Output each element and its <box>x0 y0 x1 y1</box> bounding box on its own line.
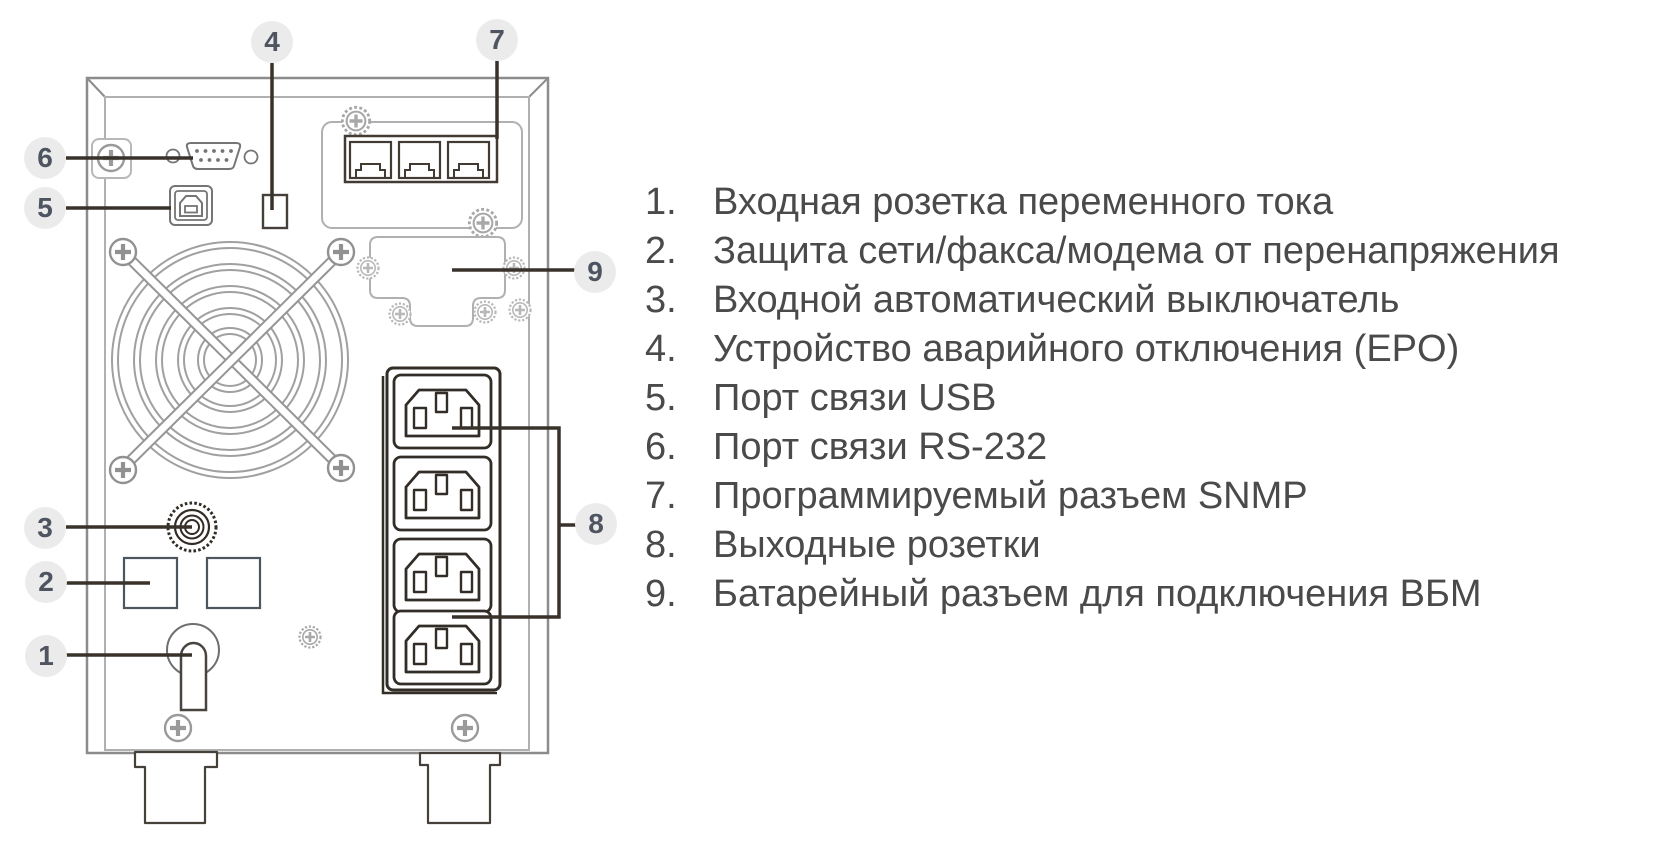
legend-item-number: 8. <box>645 524 677 566</box>
legend-list: 1. Входная розетка переменного тока 2. З… <box>645 178 1560 619</box>
legend-item-7: 7. Программируемый разъем SNMP <box>645 472 1560 521</box>
usb-b-port-icon <box>169 185 213 226</box>
legend-item-label: Выходные розетки <box>713 524 1041 566</box>
callout-badge-8: 8 <box>575 503 617 545</box>
legend-item-label: Защита сети/факса/модема от перенапряжен… <box>713 230 1560 272</box>
callout-badge-1: 1 <box>25 635 67 677</box>
legend-item-6: 6. Порт связи RS-232 <box>645 423 1560 472</box>
snmp-slot-icon <box>321 105 523 239</box>
callout-badge-6: 6 <box>24 137 66 179</box>
device-feet-icon <box>133 750 502 825</box>
legend-item-label: Устройство аварийного отключения (EPO) <box>713 328 1460 370</box>
callout-leader-lines <box>66 61 576 657</box>
cooling-fan-icon <box>110 239 354 483</box>
battery-connector-panel-icon <box>356 236 532 327</box>
legend-item-number: 2. <box>645 230 677 272</box>
legend-item-4: 4. Устройство аварийного отключения (EPO… <box>645 325 1560 374</box>
panel-screw-icon <box>298 625 322 649</box>
ac-input-socket-icon <box>166 623 220 712</box>
legend-item-number: 6. <box>645 426 677 468</box>
legend-item-8: 8. Выходные розетки <box>645 521 1560 570</box>
legend-item-2: 2. Защита сети/факса/модема от перенапря… <box>645 227 1560 276</box>
legend-item-label: Порт связи USB <box>713 377 997 419</box>
callout-badge-9: 9 <box>574 251 616 293</box>
callout-badge-5: 5 <box>24 187 66 229</box>
legend-item-label: Программируемый разъем SNMP <box>713 475 1308 517</box>
legend-item-5: 5. Порт связи USB <box>645 374 1560 423</box>
legend-item-label: Батарейный разъем для подключения ВБМ <box>713 573 1482 615</box>
legend-item-number: 1. <box>645 181 677 223</box>
callout-badge-2: 2 <box>25 561 67 603</box>
output-outlets-icon <box>381 366 502 695</box>
legend-item-label: Порт связи RS-232 <box>713 426 1048 468</box>
legend-item-3: 3. Входной автоматический выключатель <box>645 276 1560 325</box>
bottom-right-screw-icon <box>452 715 478 741</box>
surge-protection-sockets-icon <box>122 556 262 610</box>
legend-item-label: Входной автоматический выключатель <box>713 279 1400 321</box>
legend-item-number: 7. <box>645 475 677 517</box>
legend-item-number: 9. <box>645 573 677 615</box>
legend-item-number: 4. <box>645 328 677 370</box>
callout-badge-7: 7 <box>476 19 518 61</box>
legend-item-number: 3. <box>645 279 677 321</box>
legend-item-1: 1. Входная розетка переменного тока <box>645 178 1560 227</box>
legend-item-label: Входная розетка переменного тока <box>713 181 1334 223</box>
callout-badge-4: 4 <box>251 21 293 63</box>
epo-connector-icon <box>261 193 289 230</box>
callout-badge-3: 3 <box>24 507 66 549</box>
bottom-left-screw-icon <box>165 715 191 741</box>
legend-item-number: 5. <box>645 377 677 419</box>
legend-item-9: 9. Батарейный разъем для подключения ВБМ <box>645 570 1560 619</box>
rj45-ports-icon <box>343 134 499 184</box>
ups-rear-panel-diagram <box>66 61 576 825</box>
rs232-db9-port-icon <box>165 142 259 170</box>
